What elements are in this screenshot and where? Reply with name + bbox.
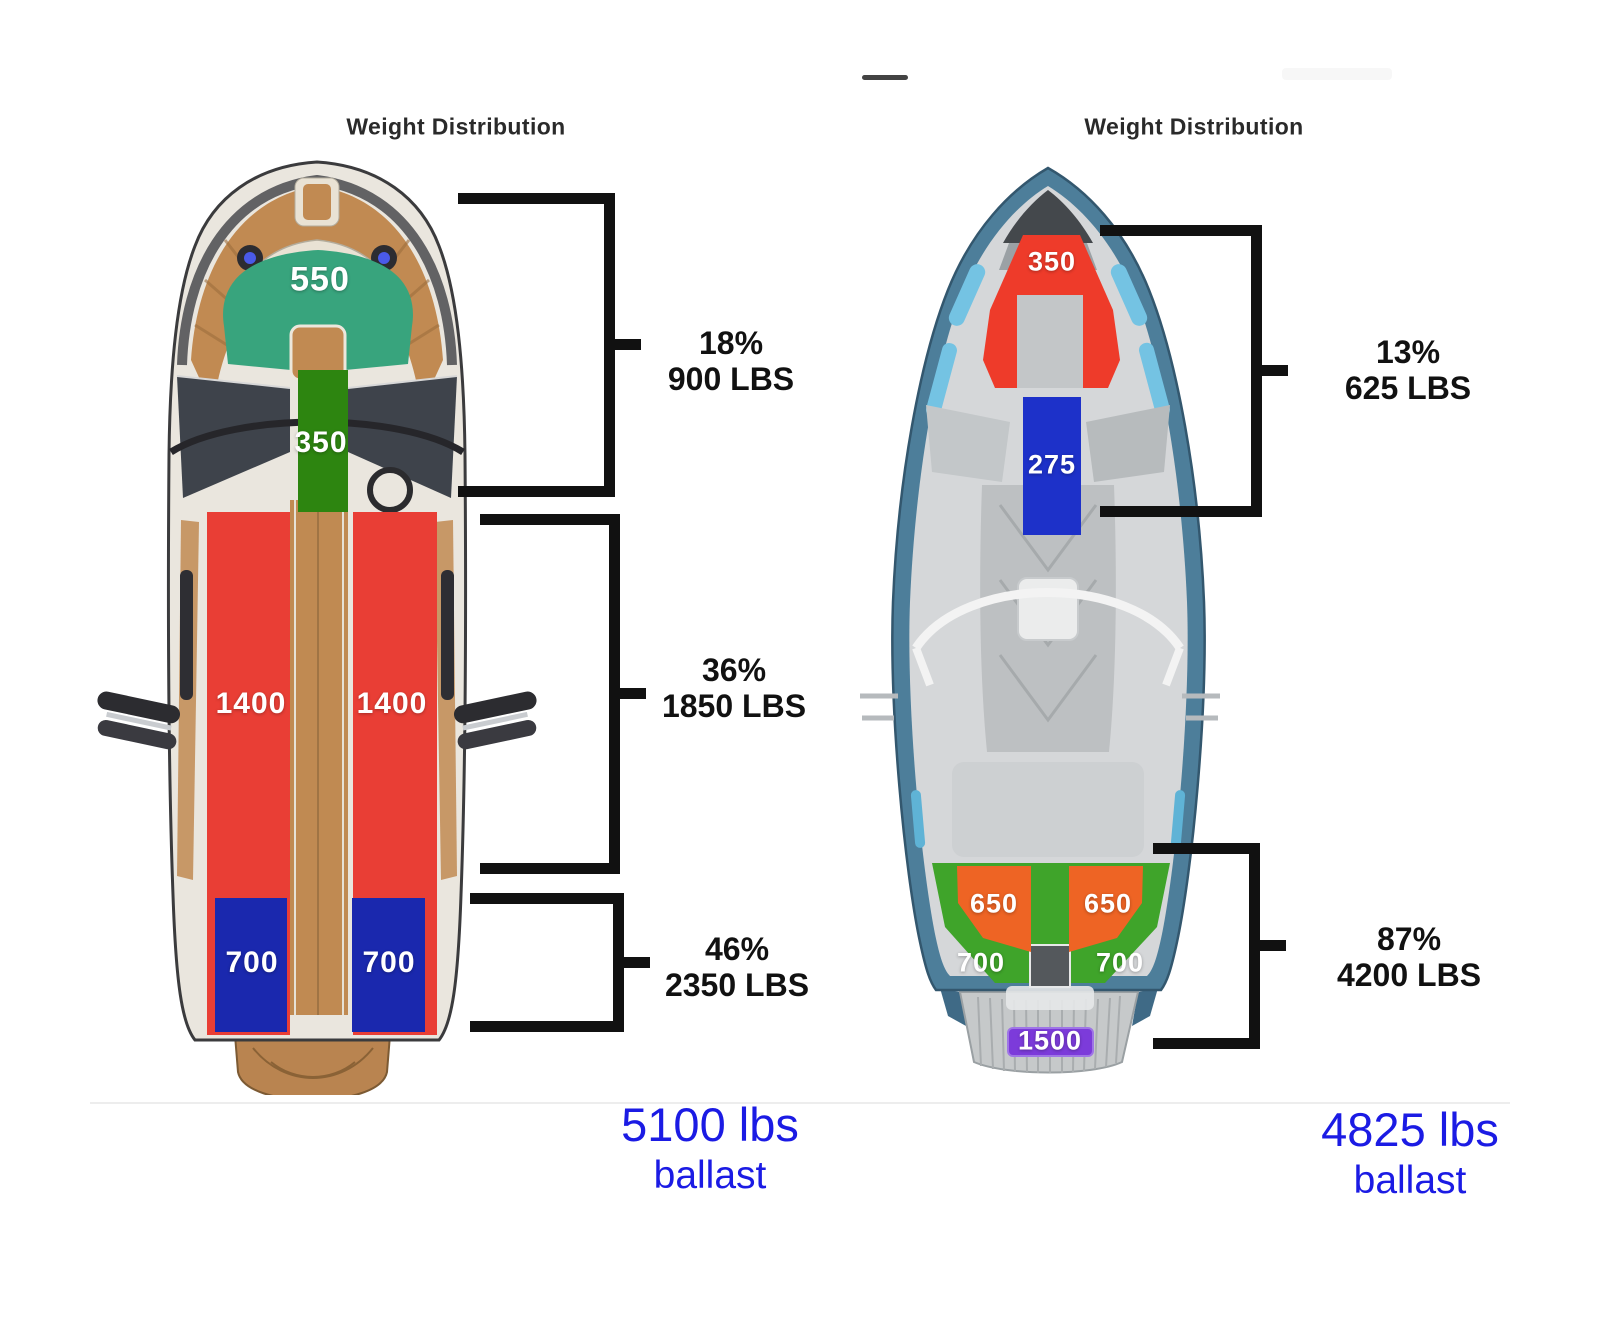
zone-value-right-stern-port: 700 xyxy=(956,947,1006,978)
bracket-percent: 46% xyxy=(704,931,770,967)
left-total-block: 5100 lbs ballast xyxy=(621,1098,799,1200)
zone-value-right-bow: 350 xyxy=(1027,246,1077,277)
zone-value-left-bow: 550 xyxy=(290,260,350,299)
right-bracket-bow-tick xyxy=(1251,365,1288,376)
bracket-weight: 4200 LBS xyxy=(1336,957,1482,993)
left-boat-walkway xyxy=(290,500,348,1015)
left-bracket-stern-tick xyxy=(613,956,650,968)
left-bracket-stern xyxy=(470,893,650,1032)
left-boat-swim-platform xyxy=(233,1034,392,1095)
right-total-value: 4825 lbs xyxy=(1321,1103,1499,1156)
ballast-zone-stern-port-blue xyxy=(215,898,287,1032)
left-bracket-mid-label: 36% 1850 LBS xyxy=(662,652,806,724)
bracket-weight: 625 LBS xyxy=(1344,370,1472,406)
right-boat-engine-hatch xyxy=(1006,986,1094,1010)
left-total-label: ballast xyxy=(653,1154,767,1197)
right-bracket-stern-label: 87% 4200 LBS xyxy=(1337,921,1481,993)
bracket-percent: 18% xyxy=(698,325,764,361)
right-boat-illustration xyxy=(860,166,1220,1074)
top-dash-artifact xyxy=(862,75,908,80)
left-diagram-title: Weight Distribution xyxy=(346,113,566,140)
zone-value-left-mid-starboard: 1400 xyxy=(356,687,428,720)
zone-value-right-mid-starboard: 650 xyxy=(1083,888,1133,919)
ballast-zone-mid-starboard-orange xyxy=(1069,866,1143,952)
zone-value-left-stern-port: 700 xyxy=(225,946,279,979)
right-bracket-stern-tick xyxy=(1249,940,1286,951)
ballast-zone-walkway-blue xyxy=(1023,397,1081,535)
right-bracket-stern xyxy=(1153,843,1286,1049)
ballast-zone-stern-starboard-blue xyxy=(352,898,425,1032)
bracket-percent: 36% xyxy=(701,652,767,688)
ballast-zone-bow-teal xyxy=(223,250,413,370)
left-bracket-mid-tick xyxy=(609,688,646,699)
left-bracket-stern-label: 46% 2350 LBS xyxy=(665,931,809,1003)
left-bracket-bow-tick xyxy=(604,339,641,350)
right-bracket-bow-label: 13% 625 LBS xyxy=(1345,334,1471,406)
zone-value-right-platform: 1500 xyxy=(1017,1025,1083,1056)
right-boat-cockpit xyxy=(860,405,1220,857)
left-boat-starboard-rack xyxy=(453,691,537,750)
right-diagram-title: Weight Distribution xyxy=(1084,113,1304,140)
left-boat-port-rack xyxy=(97,691,181,750)
bracket-weight: 1850 LBS xyxy=(661,688,807,724)
ballast-zone-mid-port-orange xyxy=(957,866,1031,952)
right-boat-bow-hatch xyxy=(1017,295,1083,388)
right-total-block: 4825 lbs ballast xyxy=(1321,1103,1499,1205)
bracket-percent: 13% xyxy=(1375,334,1441,370)
right-bracket-bow xyxy=(1100,225,1288,517)
left-boat-side-trim xyxy=(177,520,457,880)
ballast-zone-platform-purple xyxy=(1007,1027,1094,1057)
bracket-percent: 87% xyxy=(1376,921,1442,957)
zone-value-right-stern-starboard: 700 xyxy=(1095,947,1145,978)
zone-value-left-walkway: 350 xyxy=(294,426,348,459)
left-total-value: 5100 lbs xyxy=(621,1098,799,1151)
left-bracket-bow xyxy=(458,193,641,497)
zone-value-left-mid-port: 1400 xyxy=(215,687,287,720)
right-boat-stern-walkway xyxy=(1029,944,1071,988)
left-bracket-bow-label: 18% 900 LBS xyxy=(668,325,794,397)
left-boat-illustration xyxy=(97,160,537,1095)
ballast-zone-walkway-green xyxy=(298,370,348,512)
top-smudge-artifact xyxy=(1282,68,1392,80)
zone-value-right-walkway: 275 xyxy=(1027,449,1077,480)
left-bracket-mid xyxy=(480,514,646,874)
bracket-weight: 2350 LBS xyxy=(664,967,810,1003)
zone-value-left-stern-starboard: 700 xyxy=(362,946,416,979)
bracket-weight: 900 LBS xyxy=(667,361,795,397)
zone-value-right-mid-port: 650 xyxy=(969,888,1019,919)
section-divider xyxy=(90,1102,1510,1104)
right-total-label: ballast xyxy=(1353,1159,1467,1202)
